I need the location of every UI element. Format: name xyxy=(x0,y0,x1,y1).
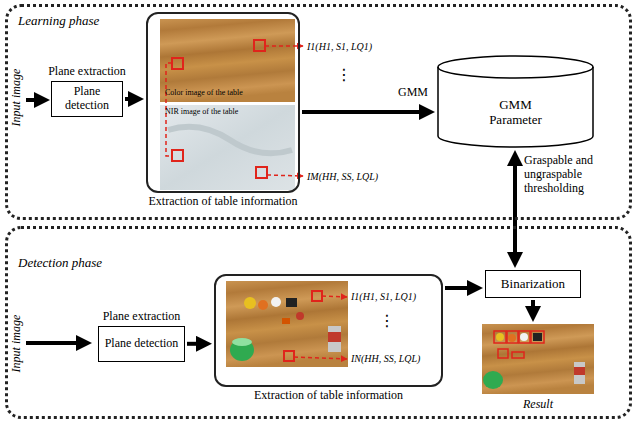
group-caption: Extraction of table information xyxy=(254,388,403,403)
process-box: Plane extractionPlane detection xyxy=(51,81,123,117)
flow-arrow xyxy=(445,286,467,290)
table-photo xyxy=(226,281,348,367)
cup xyxy=(483,371,503,389)
detection-box xyxy=(498,349,508,358)
sample-square xyxy=(284,351,294,361)
input-label: Input image xyxy=(10,68,23,126)
can xyxy=(574,367,585,375)
object xyxy=(286,298,297,307)
detection-box xyxy=(519,331,530,343)
image-caption: Color image of the table xyxy=(165,89,243,98)
feature-vector: I1(H1, S1, LQ1) xyxy=(351,291,416,302)
nir-table-image xyxy=(160,105,295,190)
image-caption: Result xyxy=(523,397,553,412)
detection-box xyxy=(512,352,524,358)
image-group: Extraction of table information xyxy=(214,274,443,387)
object xyxy=(271,297,281,307)
panel-title: Detection phase xyxy=(18,255,102,271)
process-label: Plane detection xyxy=(105,337,179,351)
edge-label: Graspable and ungraspable thresholding xyxy=(524,154,624,195)
image-caption: NIR image of the table xyxy=(165,108,238,117)
process-box: Binarization xyxy=(485,270,581,298)
feature-vector: IN(HH, SS, LQL) xyxy=(351,353,420,364)
cup xyxy=(232,338,252,346)
detection-box xyxy=(531,331,544,343)
image-group: Extraction of table information xyxy=(146,12,300,193)
phase-panel: Detection phasePlane extractionPlane det… xyxy=(5,226,632,419)
cylinder-body xyxy=(438,56,593,147)
object xyxy=(520,333,528,341)
can xyxy=(328,326,341,352)
edge-label: GMM xyxy=(398,86,428,100)
store-label: GMM Parameter xyxy=(476,98,556,128)
flow-arrow xyxy=(531,300,535,306)
object xyxy=(282,318,290,324)
nir-texture xyxy=(168,127,292,154)
leader-line xyxy=(294,357,347,359)
detection-box xyxy=(507,331,518,343)
flow-arrow xyxy=(513,166,517,252)
feature-vector: IM(HH, SS, LQL) xyxy=(307,171,378,182)
sample-square xyxy=(254,40,265,51)
process-box: Plane extractionPlane detection xyxy=(98,326,185,362)
object xyxy=(533,333,542,341)
ellipsis: ⋮ xyxy=(336,66,352,84)
cylinder-rim xyxy=(438,67,593,78)
step-heading: Plane extraction xyxy=(103,309,181,324)
can xyxy=(574,362,585,384)
sample-square xyxy=(312,291,322,301)
flow-arrow xyxy=(125,97,128,101)
process-label: Plane detection xyxy=(52,85,122,113)
ellipsis: ⋮ xyxy=(379,312,395,330)
flow-arrow xyxy=(302,110,419,114)
leader-line xyxy=(267,175,303,176)
cup xyxy=(230,339,254,361)
input-label: Input image xyxy=(10,314,23,372)
object xyxy=(244,297,256,309)
result-image xyxy=(482,324,594,394)
group-caption: Extraction of table information xyxy=(149,194,298,209)
color-table-image xyxy=(160,19,295,102)
object xyxy=(508,334,516,342)
can xyxy=(328,332,341,342)
database-cylinder: GMM Parameter xyxy=(437,55,594,148)
sample-square xyxy=(256,167,267,178)
panel-title: Learning phase xyxy=(18,13,99,29)
input-arrow xyxy=(26,98,34,102)
process-label: Binarization xyxy=(501,277,565,292)
flow-arrow xyxy=(187,342,196,346)
object xyxy=(496,333,504,341)
detection-box xyxy=(494,331,506,343)
leader-line xyxy=(265,45,303,47)
result-image-frame: Result xyxy=(482,324,594,394)
sample-square xyxy=(172,150,183,161)
input-arrow xyxy=(26,341,76,345)
sample-square xyxy=(172,58,183,69)
leader-line xyxy=(322,296,347,297)
step-heading: Plane extraction xyxy=(48,64,126,79)
object xyxy=(258,300,268,310)
object xyxy=(296,312,304,320)
feature-vector: I1(H1, S1, LQ1) xyxy=(307,41,372,52)
